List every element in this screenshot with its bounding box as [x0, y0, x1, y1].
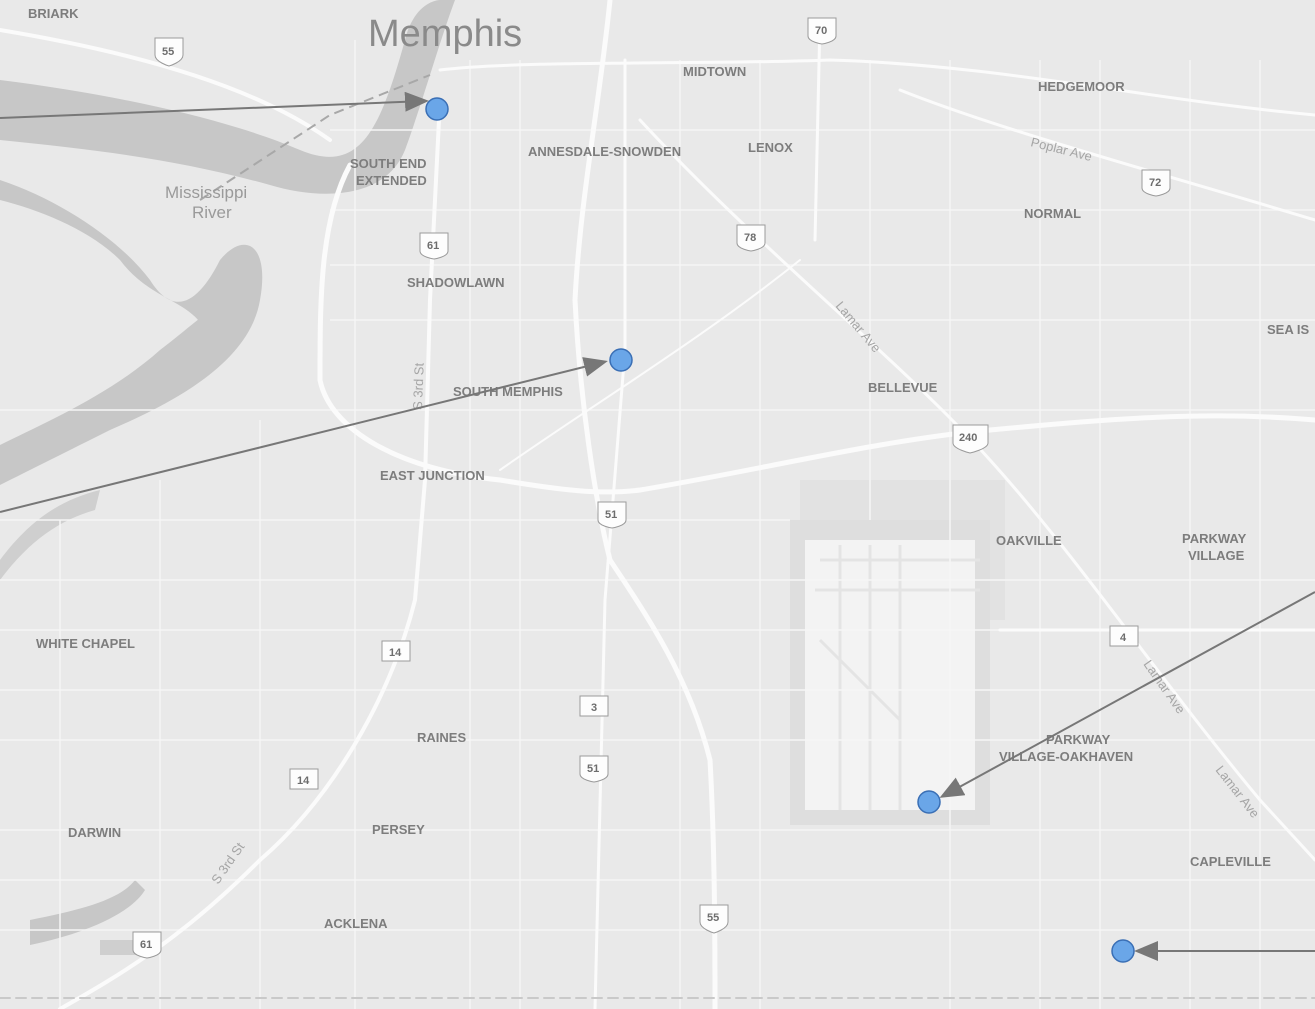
neighborhood-white-chapel: WHITE CHAPEL [36, 636, 135, 651]
neighborhood-midtown: MIDTOWN [683, 64, 746, 79]
street-grid [0, 40, 1315, 1009]
neighborhood-pvo-2: VILLAGE-OAKHAVEN [999, 749, 1133, 764]
svg-text:51: 51 [605, 509, 617, 521]
shield-us70: 70 [807, 17, 837, 45]
shield-i240: 240 [952, 424, 989, 454]
arrow-pointer-1 [0, 91, 429, 119]
shield-us61-north: 61 [419, 232, 449, 260]
neighborhood-persey: PERSEY [372, 822, 425, 837]
shield-us51-north: 51 [597, 501, 627, 529]
arrow-pointer-2 [0, 357, 608, 513]
shield-us51-south: 51 [579, 755, 609, 783]
airport-area [790, 480, 1005, 825]
neighborhood-shadowlawn: SHADOWLAWN [407, 275, 505, 290]
neighborhood-hedgemoor: HEDGEMOOR [1038, 79, 1125, 94]
neighborhood-briark: BRIARK [28, 6, 79, 21]
svg-text:61: 61 [140, 939, 152, 951]
svg-text:78: 78 [744, 232, 756, 244]
neighborhood-parkway-village-2: VILLAGE [1188, 548, 1245, 563]
svg-text:61: 61 [427, 240, 439, 252]
location-marker-1[interactable] [425, 97, 449, 121]
svg-text:55: 55 [707, 912, 719, 924]
svg-text:240: 240 [959, 432, 977, 444]
svg-text:70: 70 [815, 25, 827, 37]
location-marker-2[interactable] [609, 348, 633, 372]
neighborhood-darwin: DARWIN [68, 825, 121, 840]
neighborhood-south-end-2: EXTENDED [356, 173, 427, 188]
state-line [199, 74, 431, 201]
svg-text:4: 4 [1120, 632, 1127, 644]
neighborhood-capleville: CAPLEVILLE [1190, 854, 1271, 869]
location-marker-4[interactable] [1111, 939, 1135, 963]
location-marker-3[interactable] [917, 790, 941, 814]
shield-sr3: 3 [579, 695, 609, 717]
mississippi-river [0, 0, 455, 955]
shield-sr14-north: 14 [381, 640, 411, 662]
river-label-2: River [192, 203, 232, 222]
shield-sr4: 4 [1109, 625, 1139, 647]
svg-text:14: 14 [389, 647, 402, 659]
shield-us78: 78 [736, 224, 766, 252]
neighborhood-south-memphis: SOUTH MEMPHIS [453, 384, 563, 399]
shield-us61-south: 61 [132, 931, 162, 959]
neighborhood-oakville: OAKVILLE [996, 533, 1062, 548]
arrow-pointer-3 [939, 591, 1315, 798]
neighborhood-east-junction: EAST JUNCTION [380, 468, 485, 483]
river-label: Mississippi [165, 183, 247, 202]
shield-i55-south: 55 [699, 904, 729, 934]
neighborhood-south-end: SOUTH END [350, 156, 427, 171]
svg-text:51: 51 [587, 763, 599, 775]
road-label-s3rd: S 3rd St [410, 362, 427, 410]
highway-shields: 55 70 72 61 78 240 51 4 14 3 51 14 55 61 [132, 17, 1171, 959]
neighborhood-acklena: ACKLENA [324, 916, 388, 931]
svg-text:55: 55 [162, 46, 174, 58]
neighborhood-parkway-village: PARKWAY [1182, 531, 1247, 546]
svg-text:3: 3 [591, 702, 597, 714]
neighborhood-normal: NORMAL [1024, 206, 1081, 221]
neighborhood-raines: RAINES [417, 730, 466, 745]
shield-sr14-south: 14 [289, 768, 319, 790]
neighborhood-annesdale: ANNESDALE-SNOWDEN [528, 144, 681, 159]
neighborhood-sea-is: SEA IS [1267, 322, 1309, 337]
shield-i55-north: 55 [154, 37, 184, 67]
shield-us72: 72 [1141, 169, 1171, 197]
neighborhood-bellevue: BELLEVUE [868, 380, 938, 395]
city-label: Memphis [368, 13, 522, 55]
neighborhood-pvo: PARKWAY [1046, 732, 1111, 747]
svg-text:72: 72 [1149, 177, 1161, 189]
neighborhood-lenox: LENOX [748, 140, 793, 155]
svg-text:14: 14 [297, 775, 310, 787]
